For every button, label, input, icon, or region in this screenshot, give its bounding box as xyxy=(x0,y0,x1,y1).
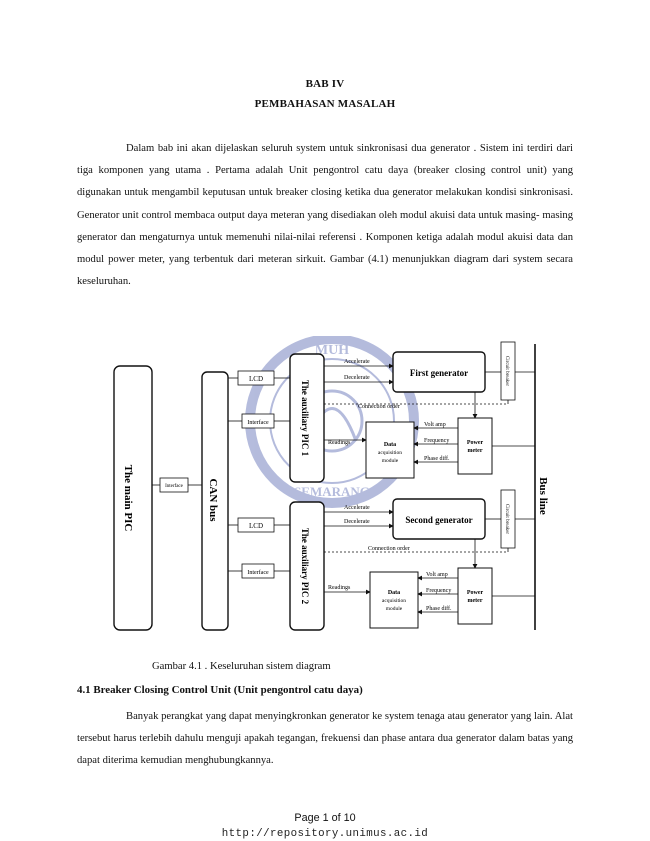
connection-order-2-label: Connection order xyxy=(368,546,410,552)
accelerate-1-label: Accelerate xyxy=(344,359,370,365)
breaker-2-label: Circuit breaker xyxy=(504,504,509,534)
readings-2-label: Readings xyxy=(328,585,351,591)
page-number: Page 1 of 10 xyxy=(294,812,356,824)
daq-1-line3: module xyxy=(382,458,399,464)
daq-2-line1: Data xyxy=(388,590,400,596)
volt-amp-1-label: Volt amp xyxy=(424,422,446,428)
main-pic-label: The main PIC xyxy=(122,465,134,532)
section-paragraph: Banyak perangkat yang dapat menyingkronk… xyxy=(77,706,573,773)
power-meter-2-line1: Power xyxy=(467,590,484,596)
lcd-2-label: LCD xyxy=(249,522,263,530)
figure-caption: Gambar 4.1 . Keseluruhan sistem diagram xyxy=(152,661,331,672)
power-meter-1-line2: meter xyxy=(468,448,483,454)
daq-2-line3: module xyxy=(386,606,403,612)
section-paragraph-text: Banyak perangkat yang dapat menyingkronk… xyxy=(77,711,573,767)
interface-main-label: Interface xyxy=(165,484,184,489)
daq-1-line1: Data xyxy=(384,442,396,448)
can-bus-block: CAN bus xyxy=(201,371,229,631)
aux-pic-1-label: The auxiliary PIC 1 xyxy=(300,380,310,457)
breaker-1-label: Circuit breaker xyxy=(504,356,509,386)
phase-diff-1-label: Phase diff. xyxy=(424,455,450,462)
decelerate-2-label: Decelerate xyxy=(344,519,370,525)
chapter-title: PEMBAHASAN MASALAH xyxy=(254,98,396,110)
generator-2-label: Second generator xyxy=(405,515,472,525)
decelerate-1-label: Decelerate xyxy=(344,375,370,381)
volt-amp-2-label: Volt amp xyxy=(426,572,448,578)
watermark-bottom-text: SEMARANG xyxy=(294,484,370,499)
interface-1-label: Interface xyxy=(247,419,269,426)
interface-main-block: Interface xyxy=(159,477,189,493)
bus-line-label: Bus line xyxy=(537,477,549,515)
phase-diff-2-label: Phase diff. xyxy=(426,605,452,612)
aux-pic-2-label: The auxiliary PIC 2 xyxy=(300,528,310,605)
daq-2-line2: acquisition xyxy=(382,598,406,604)
repository-url[interactable]: http://repository.unimus.ac.id xyxy=(221,828,429,840)
accelerate-2-label: Accelerate xyxy=(344,505,370,511)
power-meter-1-line1: Power xyxy=(467,440,484,446)
frequency-1-label: Frequency xyxy=(424,438,449,444)
intro-paragraph: Dalam bab ini akan dijelaskan seluruh sy… xyxy=(77,138,573,293)
lcd-1-label: LCD xyxy=(249,375,263,383)
connection-order-1-label: Connection order xyxy=(358,404,400,410)
unit-2: LCD Interface The auxiliary PIC 2 Accele… xyxy=(228,489,535,631)
intro-paragraph-text: Dalam bab ini akan dijelaskan seluruh sy… xyxy=(77,143,573,288)
frequency-2-label: Frequency xyxy=(426,588,451,594)
unit-1: LCD Interface The auxiliary PIC 1 Accele… xyxy=(228,341,535,483)
can-bus-label: CAN bus xyxy=(207,478,219,522)
readings-1-label: Readings xyxy=(328,440,351,446)
generator-1-label: First generator xyxy=(410,368,468,378)
power-meter-2-line2: meter xyxy=(468,598,483,604)
watermark-top-text: MUH xyxy=(315,343,349,358)
daq-1-line2: acquisition xyxy=(378,450,402,456)
main-pic-block: The main PIC xyxy=(113,365,153,631)
section-heading: 4.1 Breaker Closing Control Unit (Unit p… xyxy=(77,684,363,696)
chapter-number: BAB IV xyxy=(305,78,345,90)
interface-2-label: Interface xyxy=(247,569,269,576)
system-diagram: MUH SEMARANG The main PIC Interface CAN … xyxy=(113,336,549,631)
